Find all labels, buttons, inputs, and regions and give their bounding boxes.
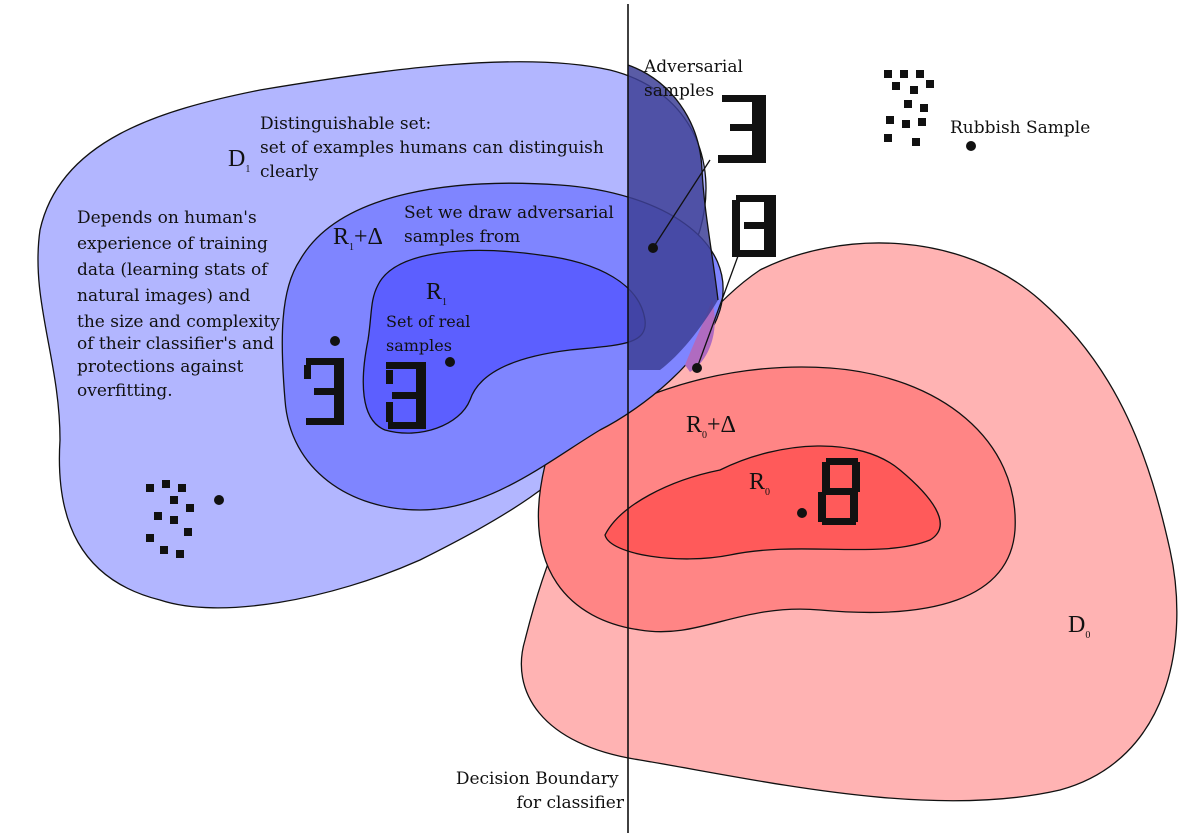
depends-line-2: experience of training [77,234,268,254]
adversarial-set-line-2: samples from [404,227,520,247]
depends-line-8: overfitting. [77,381,173,401]
digit-glyph-rubbish [884,70,934,146]
depends-line-4: natural images) and [77,286,250,306]
real-samples-line-1: Set of real [386,312,470,331]
depends-annotation: Depends on human's experience of trainin… [77,208,285,401]
svg-text:R1: R1 [426,279,447,308]
svg-text:D0: D0 [1068,612,1090,641]
adversarial-samples-line-1: Adversarial [643,57,743,77]
adversarial-connector-1 [652,159,711,249]
sample-dot-rubbish [966,141,976,151]
r1-delta-label: R [333,224,349,250]
adversarial-connector-2 [696,255,739,369]
d0-label-sub: 0 [1085,630,1090,641]
r1-label-sub: 1 [442,297,447,308]
r1delta-d0-overlap [685,300,715,372]
r0-label: R [749,469,765,495]
depends-line-6: of their classifier's and [77,334,274,354]
depends-line-5: the size and complexity [77,312,280,332]
digit-glyph-r1 [386,362,426,429]
adversarial-samples-annotation: Adversarial samples [643,57,748,101]
d0-label: D [1068,612,1085,638]
distinguishable-line-3: clearly [260,162,319,182]
distinguishable-line-2: set of examples humans can distinguish [260,138,604,158]
d1-label-sub: 1 [245,164,250,175]
sample-dot-r1delta [330,336,340,346]
r0-delta-label-suffix: +Δ [707,412,736,438]
svg-text:R1+Δ: R1+Δ [333,224,383,253]
depends-line-3: data (learning stats of [77,260,269,280]
depends-line-7: protections against [77,357,243,377]
boundary-line-1: Decision Boundary [456,769,619,789]
digit-glyph-adversarial-2 [732,195,776,257]
digit-glyph-r0 [818,458,860,525]
r1-label: R [426,279,442,305]
r1-delta-label-suffix: +Δ [354,224,383,250]
sample-dot-d1 [214,495,224,505]
sample-dot-r0 [797,508,807,518]
real-samples-line-2: samples [386,336,452,355]
sample-dot-adversarial-2 [692,363,702,373]
depends-line-1: Depends on human's [77,208,257,228]
digit-glyph-r1delta [304,358,344,425]
r1-delta-label-sub: 1 [349,242,354,253]
svg-text:R0+Δ: R0+Δ [686,412,736,441]
svg-text:R0: R0 [749,469,770,498]
digit-glyph-d1 [146,480,194,558]
sample-dot-r1 [445,357,455,367]
r0-label-sub: 0 [765,487,770,498]
svg-text:D1: D1 [228,146,250,175]
distinguishable-line-1: Distinguishable set: [260,114,431,134]
d1-label: D [228,146,245,172]
r0-delta-label-sub: 0 [702,430,707,441]
distinguishable-annotation: Distinguishable set: set of examples hum… [260,114,609,182]
r0-delta-label: R [686,412,702,438]
r1-region [362,249,646,434]
boundary-line-2: for classifier [516,793,624,813]
adversarial-set-annotation: Set we draw adversarial samples from [404,203,619,247]
decision-boundary-annotation: Decision Boundary for classifier [456,769,625,813]
adversarial-samples-line-2: samples [644,81,714,101]
digit-glyph-adversarial-1 [718,95,766,163]
real-samples-annotation: Set of real samples [386,312,475,355]
adversarial-set-line-1: Set we draw adversarial [404,203,614,223]
rubbish-sample-label: Rubbish Sample [950,118,1090,138]
sample-dot-adversarial [648,243,658,253]
